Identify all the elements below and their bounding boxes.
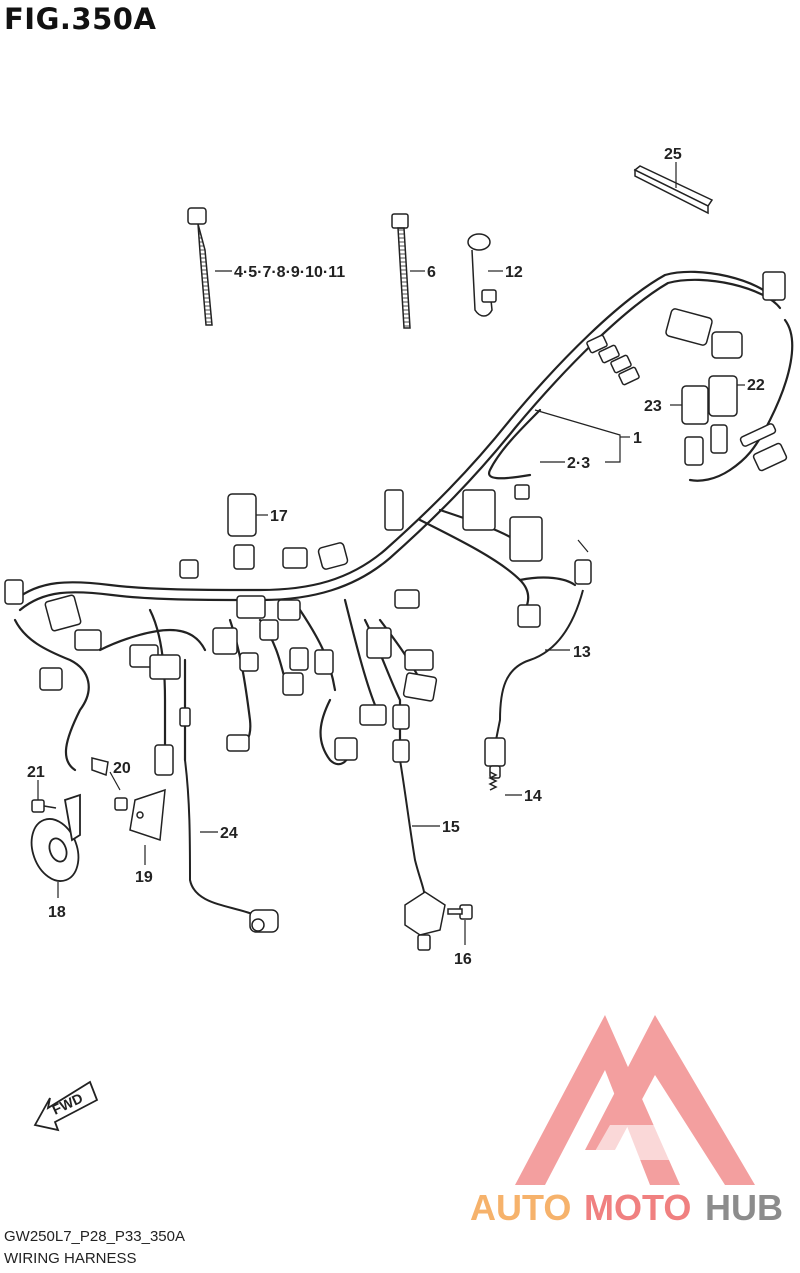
callout-25: 25	[664, 146, 682, 163]
connector-lower-b	[226, 734, 250, 752]
watermark-auto: AUTO	[470, 1187, 571, 1228]
terminal-3	[610, 354, 632, 374]
connector-top-c	[179, 559, 199, 579]
connector-center-a	[212, 627, 238, 655]
relay-17	[227, 493, 257, 537]
connector-center-g	[282, 672, 304, 696]
fuse-box-2	[509, 516, 543, 562]
connector-lower-right	[752, 442, 788, 472]
cable-tie-4	[187, 207, 213, 326]
leader-lines	[37, 162, 745, 945]
horn-18	[30, 793, 81, 882]
relay-17-socket	[233, 544, 255, 570]
callout-21: 21	[27, 764, 45, 781]
connector-left-end	[4, 579, 24, 605]
callout-23: 23	[644, 398, 662, 415]
callout-1: 1	[633, 430, 642, 447]
callout-16: 16	[454, 951, 472, 968]
connector-center-b	[259, 619, 279, 641]
harness-15-lead	[399, 759, 426, 901]
connector-left-c	[39, 667, 63, 691]
connector-center-tall	[384, 489, 404, 531]
relay-22	[708, 375, 738, 417]
callout-22: 22	[747, 377, 765, 394]
callout-15: 15	[442, 819, 460, 836]
callout-20: 20	[113, 760, 131, 777]
callout-24: 24	[220, 825, 238, 842]
callout-12: 12	[505, 264, 523, 281]
connector-center-d	[277, 599, 301, 621]
callout-4-11: 4·5·7·8·9·10·11	[234, 264, 345, 281]
bracket-19	[129, 788, 166, 842]
connector-mid-a	[514, 484, 530, 500]
connector-22-base	[710, 424, 728, 454]
terminal-4	[618, 366, 640, 386]
callout-labels: 25 4·5·7·8·9·10·11 6 12 1 2·3 23 22 17 1…	[27, 146, 765, 968]
connector-right-e	[359, 704, 387, 726]
connector-right-b	[394, 589, 420, 609]
connector-center-f	[314, 649, 334, 675]
connector-right-g	[392, 704, 410, 730]
connector-right-d	[402, 672, 438, 702]
connector-top-right	[762, 271, 786, 301]
connector-multi-b	[149, 654, 181, 680]
harness-24-lead	[184, 759, 256, 916]
connector-left-a	[44, 594, 82, 632]
bolt-21	[31, 799, 57, 813]
connector-main-small	[711, 331, 743, 359]
watermark-moto: MOTO	[584, 1187, 691, 1228]
connector-15-top	[392, 739, 410, 763]
connector-lower-a	[154, 744, 174, 776]
watermark-hub: HUB	[705, 1187, 783, 1228]
figure-title: FIG.350A	[4, 2, 157, 36]
lead-lower-right	[739, 423, 777, 447]
callout-19: 19	[135, 869, 153, 886]
harness-13-lead	[494, 589, 584, 746]
switch-14	[484, 737, 506, 791]
callout-14: 14	[524, 788, 542, 805]
relay-23	[681, 385, 709, 425]
watermark-logo	[515, 1015, 755, 1185]
connector-13-top	[574, 559, 592, 585]
relays	[227, 375, 738, 570]
connector-small-a	[517, 604, 541, 628]
connector-right-a	[366, 627, 392, 659]
fwd-arrow: FWD	[33, 1080, 99, 1132]
connector-center-e	[289, 647, 309, 671]
callout-6: 6	[427, 264, 436, 281]
callout-18: 18	[48, 904, 66, 921]
bracket-20	[91, 757, 109, 777]
watermark-text: AUTO MOTO HUB	[470, 1187, 783, 1228]
switch-15	[404, 891, 446, 951]
connector-right-c	[404, 649, 434, 671]
bolt-near-19	[114, 797, 128, 811]
terminal-1	[586, 334, 608, 354]
connector-center-c	[236, 595, 266, 619]
connector-main-large	[665, 308, 713, 346]
connector-top-a	[282, 547, 308, 569]
part-25-strip	[633, 165, 714, 215]
fuse-box-1	[462, 489, 496, 531]
connector-lower-c	[179, 707, 191, 727]
bolt-16	[447, 904, 473, 920]
figure-code: GW250L7_P28_P33_350A	[4, 1228, 185, 1245]
figure-name: WIRING HARNESS	[4, 1250, 137, 1267]
connectors	[4, 271, 788, 776]
connector-center-h	[239, 652, 259, 672]
callout-13: 13	[573, 644, 591, 661]
sensor-24	[249, 909, 279, 933]
terminal-2	[598, 344, 620, 364]
connector-23-base	[684, 436, 704, 466]
cable-tie-6	[391, 213, 411, 329]
connector-left-b	[74, 629, 102, 651]
callout-2-3: 2·3	[567, 455, 590, 472]
callout-17: 17	[270, 508, 288, 525]
clamp-12	[467, 233, 497, 317]
connector-top-b	[317, 542, 349, 570]
connector-right-f	[334, 737, 358, 761]
